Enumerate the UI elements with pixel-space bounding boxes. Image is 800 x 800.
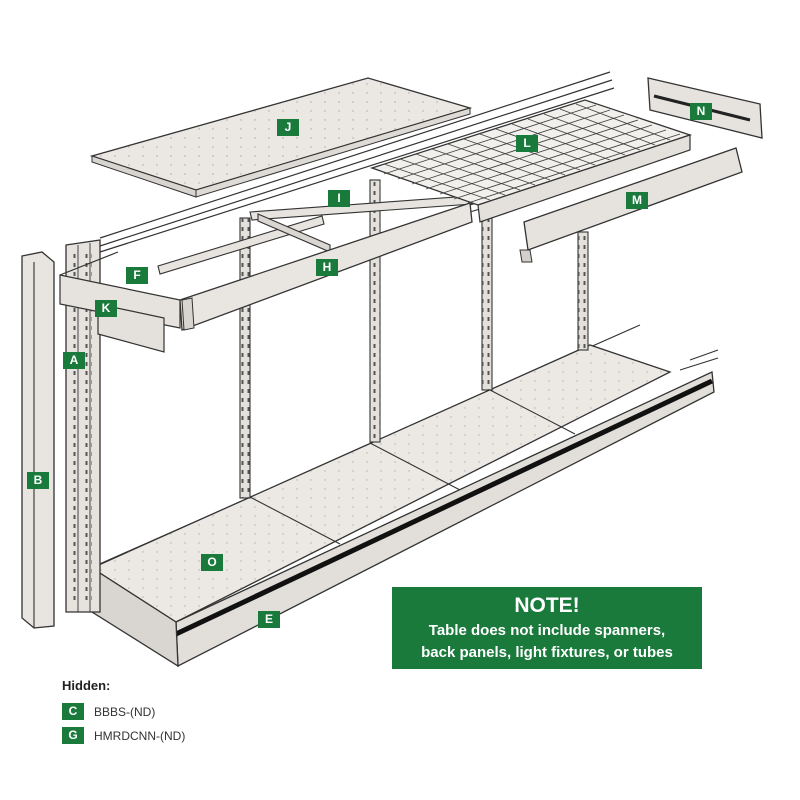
rail-i <box>157 195 473 275</box>
uprights <box>239 179 589 499</box>
hidden-legend-item: C BBBS-(ND) <box>62 703 155 720</box>
note-line-2: back panels, light fixtures, or tubes <box>421 644 673 661</box>
hidden-part-label: G <box>62 727 84 744</box>
note-line-1: Table does not include spanners, <box>428 622 666 639</box>
note-title: NOTE! <box>514 594 580 617</box>
note-box: NOTE! Table does not include spanners, b… <box>392 587 702 669</box>
part-label-o: O <box>201 554 223 571</box>
wire-deck <box>369 99 693 223</box>
part-label-n: N <box>690 103 712 120</box>
hidden-part-code: BBBS-(ND) <box>94 704 156 719</box>
hidden-part-label: C <box>62 703 84 720</box>
top-back-rails <box>99 71 615 253</box>
end-panel <box>21 251 55 629</box>
part-label-m: M <box>626 192 648 209</box>
base-front <box>91 371 715 668</box>
part-label-f: F <box>126 267 148 284</box>
base-deck <box>90 344 672 623</box>
part-label-j: J <box>277 119 299 136</box>
part-label-l: L <box>516 135 538 152</box>
hidden-legend-title: Hidden: <box>62 678 111 693</box>
part-label-e: E <box>258 611 280 628</box>
part-label-h: H <box>316 259 338 276</box>
part-label-k: K <box>95 300 117 317</box>
part-label-i: I <box>328 190 350 207</box>
hidden-part-code: HMRDCNN-(ND) <box>94 728 186 743</box>
hidden-legend-item: G HMRDCNN-(ND) <box>62 727 185 744</box>
part-label-b: B <box>27 472 49 489</box>
part-label-a: A <box>63 352 85 369</box>
